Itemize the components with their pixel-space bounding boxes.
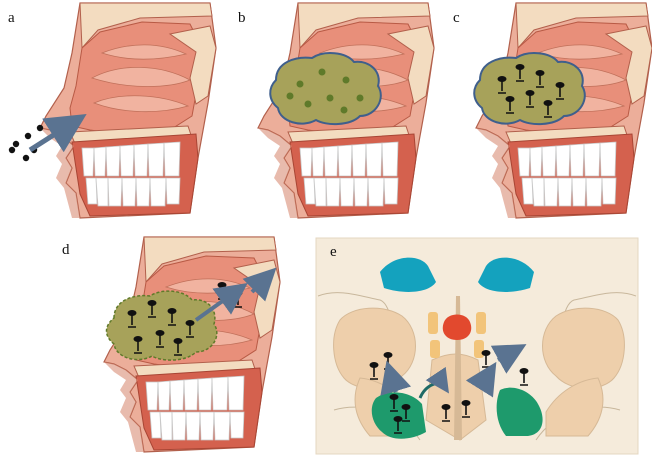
panel-a: a [8, 3, 216, 218]
panel-b: b [238, 3, 434, 218]
panel-label-d: d [62, 242, 70, 258]
head-section-a [40, 3, 216, 218]
ethmoid-cells-right-lower [474, 340, 484, 358]
panel-d: d [62, 237, 280, 452]
panel-label-b: b [238, 10, 246, 26]
panel-label-a: a [8, 10, 15, 26]
sinus-mass-d [107, 291, 217, 360]
sinus-mass-c [474, 53, 585, 124]
panel-label-c: c [453, 10, 460, 26]
sphenoid-sinus [443, 315, 471, 341]
panel-label-e: e [330, 244, 337, 260]
ethmoid-cells-left [428, 312, 438, 334]
panel-e: e [316, 238, 638, 454]
sinus-mass-b [270, 53, 381, 124]
ethmoid-cells-right [476, 312, 486, 334]
ethmoid-cells-left-lower [430, 340, 440, 358]
panel-c: c [453, 3, 652, 218]
